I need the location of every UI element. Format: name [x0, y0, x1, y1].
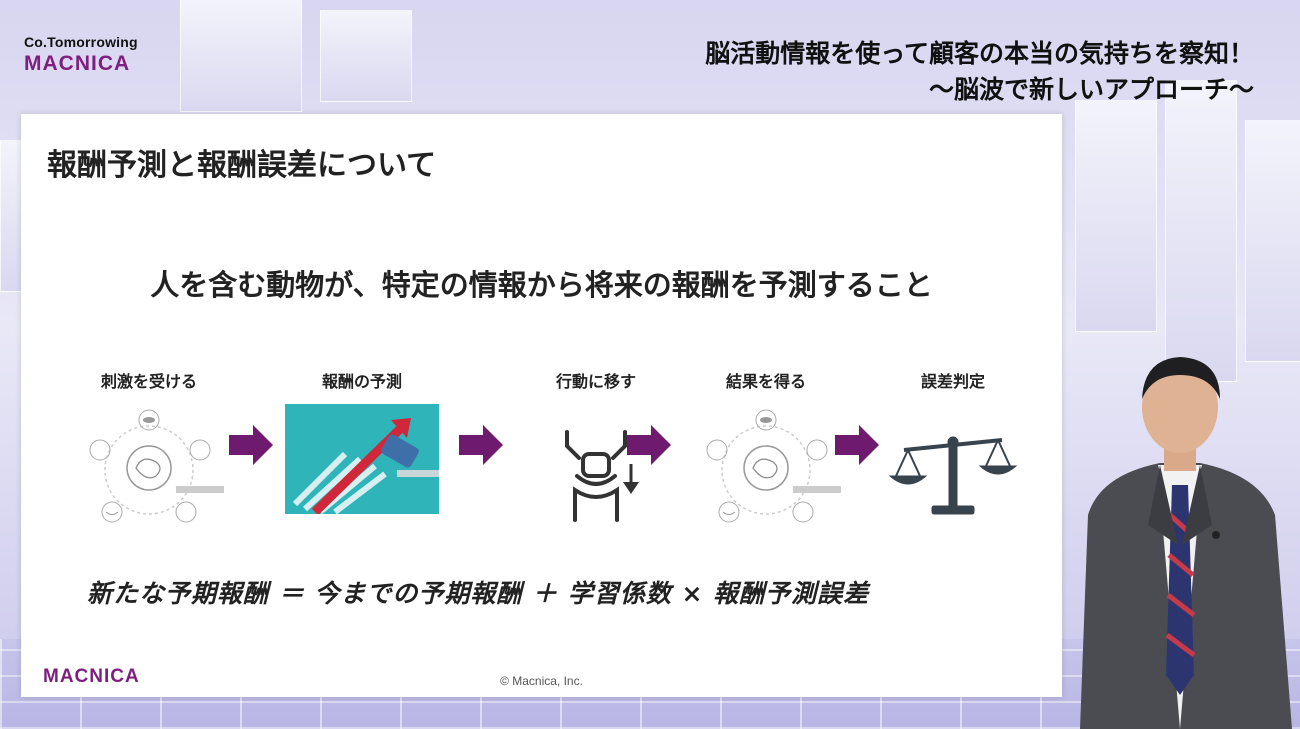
step-get-result: 結果を得る [686, 368, 846, 532]
rising-arrow-chart-icon [285, 402, 439, 532]
step-error-judgment: 誤差判定 [873, 368, 1033, 532]
video-headline: 脳活動情報を使って顧客の本当の気持ちを察知！ ～脳波で新しいアプローチ～ [705, 36, 1254, 108]
step-label: 行動に移す [555, 372, 636, 391]
step-label: 刺激を受ける [100, 372, 197, 391]
arrow-right-icon [835, 425, 879, 465]
arrow-right-icon [459, 425, 503, 465]
headline-line1: 脳活動情報を使って顧客の本当の気持ちを察知！ [705, 39, 1254, 68]
headline-line2: ～脳波で新しいアプローチ～ [928, 75, 1254, 104]
reward-formula: 新たな予期報酬 ＝ 今までの予期報酬 ＋ 学習係数 × 報酬予測誤差 [87, 579, 870, 608]
slide-title: 報酬予測と報酬誤差について [47, 148, 437, 183]
step-stimulus: 刺激を受ける [69, 368, 229, 532]
presentation-slide: 報酬予測と報酬誤差について 人を含む動物が、特定の情報から将来の報酬を予測するこ… [21, 114, 1062, 697]
action-figure-icon [519, 402, 673, 532]
arrow-right-icon [229, 425, 273, 465]
slide-subtitle: 人を含む動物が、特定の情報から将来の報酬を予測すること [150, 268, 933, 302]
step-label: 報酬の予測 [321, 372, 402, 391]
arrow-right-icon [627, 425, 671, 465]
copyright: © Macnica, Inc. [500, 674, 583, 688]
macnica-logo: MACNICA [24, 52, 131, 75]
step-label: 結果を得る [725, 372, 806, 391]
footer-logo: MACNICA [43, 666, 140, 687]
step-label: 誤差判定 [920, 372, 985, 391]
brand-header: Co.Tomorrowing MACNICA [24, 34, 138, 76]
step-take-action: 行動に移す [516, 368, 676, 532]
senses-brain-icon [72, 402, 226, 532]
balance-scale-icon [876, 402, 1030, 532]
step-reward-prediction: 報酬の予測 [282, 368, 442, 532]
senses-brain-icon [689, 402, 843, 532]
brand-tagline: Co.Tomorrowing [24, 34, 138, 50]
presenter-video [1080, 357, 1292, 729]
